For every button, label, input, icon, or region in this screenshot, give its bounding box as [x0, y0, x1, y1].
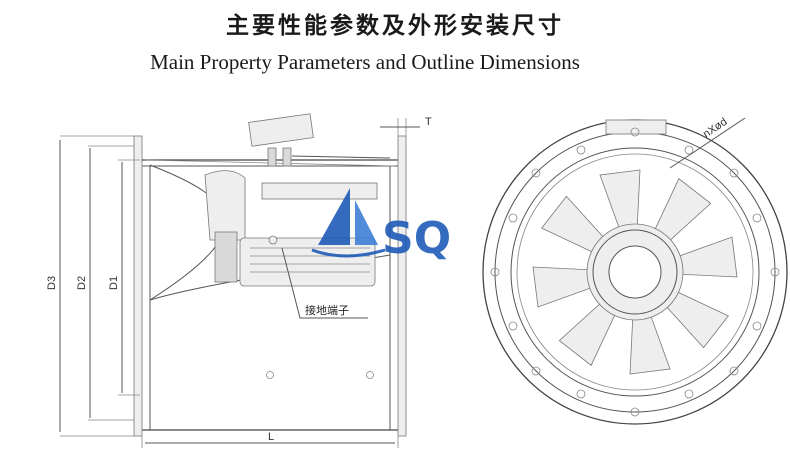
front-view: nXød	[482, 116, 788, 425]
junction-post-left	[267, 147, 277, 167]
impeller-hub	[204, 170, 246, 241]
logo-text: SQ	[382, 213, 451, 264]
impeller-shaft	[214, 231, 238, 283]
logo-sail-small	[355, 200, 378, 245]
front-junction-box	[605, 119, 667, 135]
page-title-english: Main Property Parameters and Outline Dim…	[150, 50, 580, 74]
side-view: 接地端子 D3 D2 D1 L T	[46, 113, 432, 448]
ground-terminal-leader	[281, 247, 368, 319]
hole-callout-leader	[669, 117, 746, 169]
left-flange	[133, 135, 143, 437]
ground-bolt	[268, 235, 278, 245]
ground-terminal-label: 接地端子	[305, 304, 349, 317]
dim-label-t: T	[425, 116, 432, 128]
logo-sail-main	[318, 188, 350, 245]
junction-box	[248, 113, 314, 147]
dim-label-d1: D1	[108, 276, 120, 290]
logo-wave	[311, 248, 386, 258]
dim-label-d3: D3	[46, 276, 58, 290]
casing-bolt-1	[266, 371, 274, 379]
dim-label-d2: D2	[76, 276, 88, 290]
sq-logo: SQ	[311, 188, 451, 264]
right-flange	[397, 135, 407, 437]
casing-bolt-2	[366, 371, 374, 379]
flange-bolt-holes	[490, 127, 780, 417]
motor-body	[239, 237, 376, 287]
dim-label-l: L	[268, 431, 274, 443]
page-title-chinese: 主要性能参数及外形安装尺寸	[226, 13, 564, 39]
hub-center	[608, 245, 662, 299]
casing-inner-circle	[510, 147, 760, 397]
motor-mount-bar	[261, 182, 378, 200]
junction-post-right	[282, 147, 292, 167]
hole-callout-label: nXød	[701, 116, 730, 141]
